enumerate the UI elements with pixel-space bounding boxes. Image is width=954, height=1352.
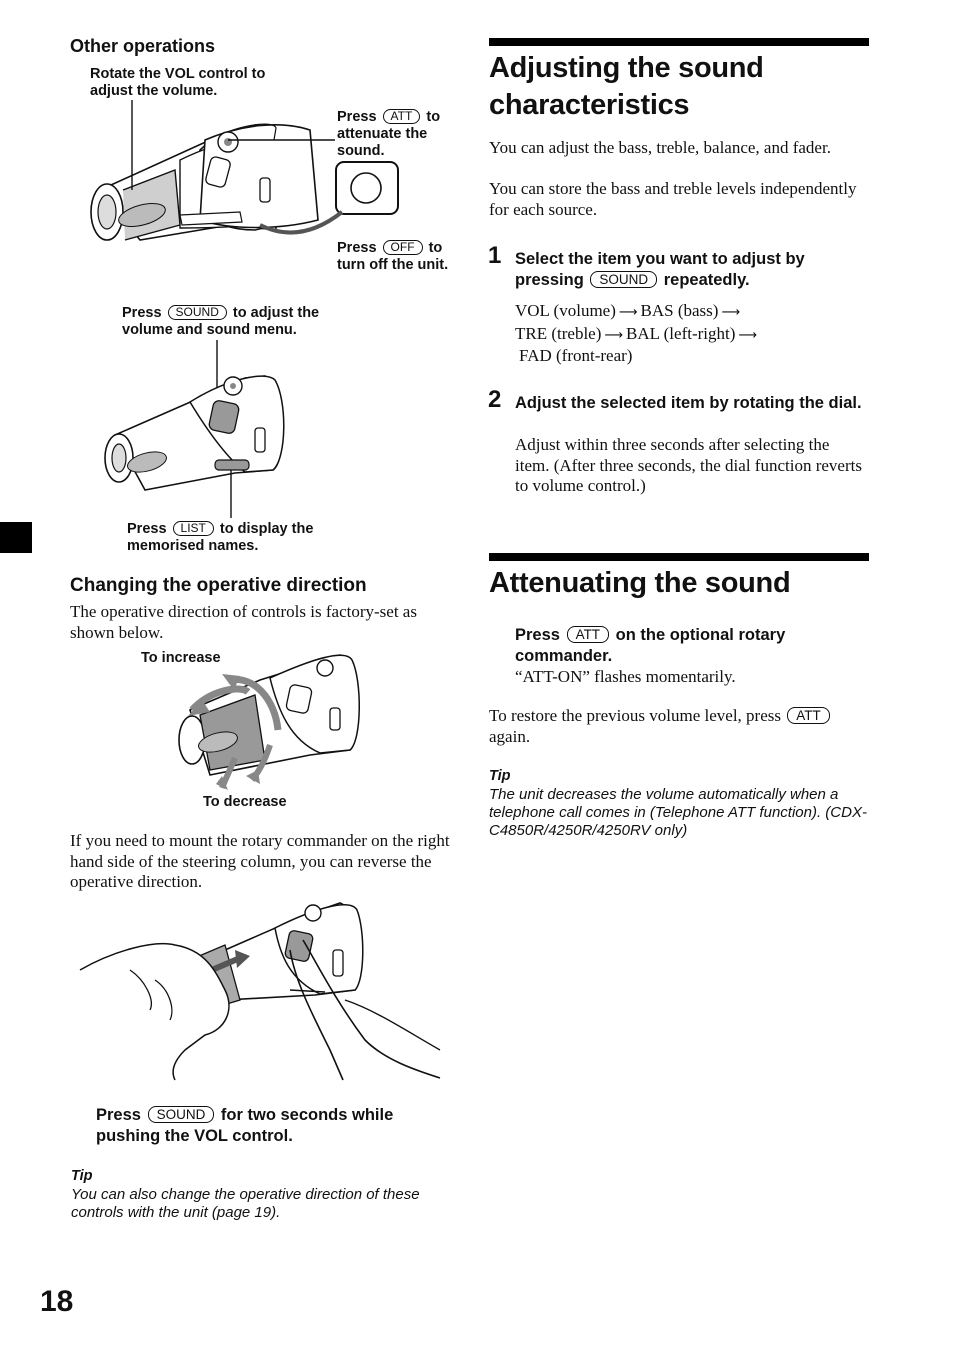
restore-text: To restore the previous volume level, pr…	[489, 706, 859, 747]
adjust-intro-1: You can adjust the bass, treble, balance…	[489, 138, 831, 157]
step-2-number: 2	[488, 386, 502, 413]
direction-body: The operative direction of controls is f…	[70, 602, 417, 642]
caption-sound: Press SOUND to adjust the volume and sou…	[122, 305, 320, 338]
direction-heading: Changing the operative direction	[70, 575, 367, 596]
adjust-intro-2: You can store the bass and treble levels…	[489, 179, 857, 219]
label-to-decrease: To decrease	[203, 794, 287, 810]
sound-key: SOUND	[167, 305, 227, 320]
step-1-text: Select the item you want to adjust by pr…	[515, 250, 805, 289]
caption-list: Press LIST to display the memorised name…	[127, 521, 314, 554]
caption-vol: Rotate the VOL control to adjust the vol…	[90, 66, 266, 99]
att-key-3: ATT	[787, 707, 830, 724]
direction-illustration	[178, 654, 360, 790]
arrow-icon: ⟶	[721, 305, 741, 320]
mount-body: If you need to mount the rotary commande…	[70, 831, 450, 891]
tip-label-right: Tip	[489, 768, 511, 784]
step-2-body: Adjust within three seconds after select…	[515, 435, 862, 495]
section-tab	[0, 522, 32, 553]
caption-att: Press ATT to attenuate the sound.	[337, 109, 441, 159]
arrow-icon: ⟶	[604, 327, 624, 343]
other-operations-heading: Other operations	[70, 36, 216, 56]
off-key: OFF	[382, 240, 423, 255]
arrow-icon: ⟶	[738, 327, 758, 343]
step-1-number: 1	[488, 242, 502, 269]
tip-text-right: The unit decreases the volume automatica…	[489, 786, 867, 839]
att-key-2: ATT	[566, 626, 610, 643]
adjust-title: Adjusting the sound characteristics	[489, 52, 764, 121]
hand-illustration	[79, 902, 441, 1081]
list-key: LIST	[172, 521, 214, 536]
attenuate-title: Attenuating the sound	[489, 567, 791, 599]
arrow-icon: ⟶	[618, 305, 638, 320]
sound-key-2: SOUND	[147, 1106, 215, 1123]
rotary-commander-illustration-1	[90, 100, 399, 241]
press-sound-instruction: Press SOUND for two seconds while pushin…	[96, 1106, 394, 1145]
label-to-increase: To increase	[141, 650, 221, 666]
tip-label-left: Tip	[71, 1168, 93, 1184]
attenuate-instruction: Press ATT on the optional rotary command…	[515, 626, 786, 665]
tip-text-left: You can also change the operative direct…	[71, 1186, 420, 1221]
section-rule-2	[489, 553, 869, 561]
sound-sequence: VOL (volume)⟶BAS (bass)⟶ TRE (treble)⟶BA…	[515, 301, 758, 365]
page-number: 18	[40, 1285, 74, 1318]
att-key: ATT	[382, 109, 421, 124]
att-on-flash: “ATT-ON” flashes momentarily.	[515, 667, 736, 686]
caption-off: Press OFF to turn off the unit.	[337, 240, 449, 273]
step-2-text: Adjust the selected item by rotating the…	[515, 394, 862, 412]
rotary-commander-illustration-2	[104, 340, 285, 518]
sound-key-3: SOUND	[590, 271, 658, 288]
section-rule-1	[489, 38, 869, 46]
